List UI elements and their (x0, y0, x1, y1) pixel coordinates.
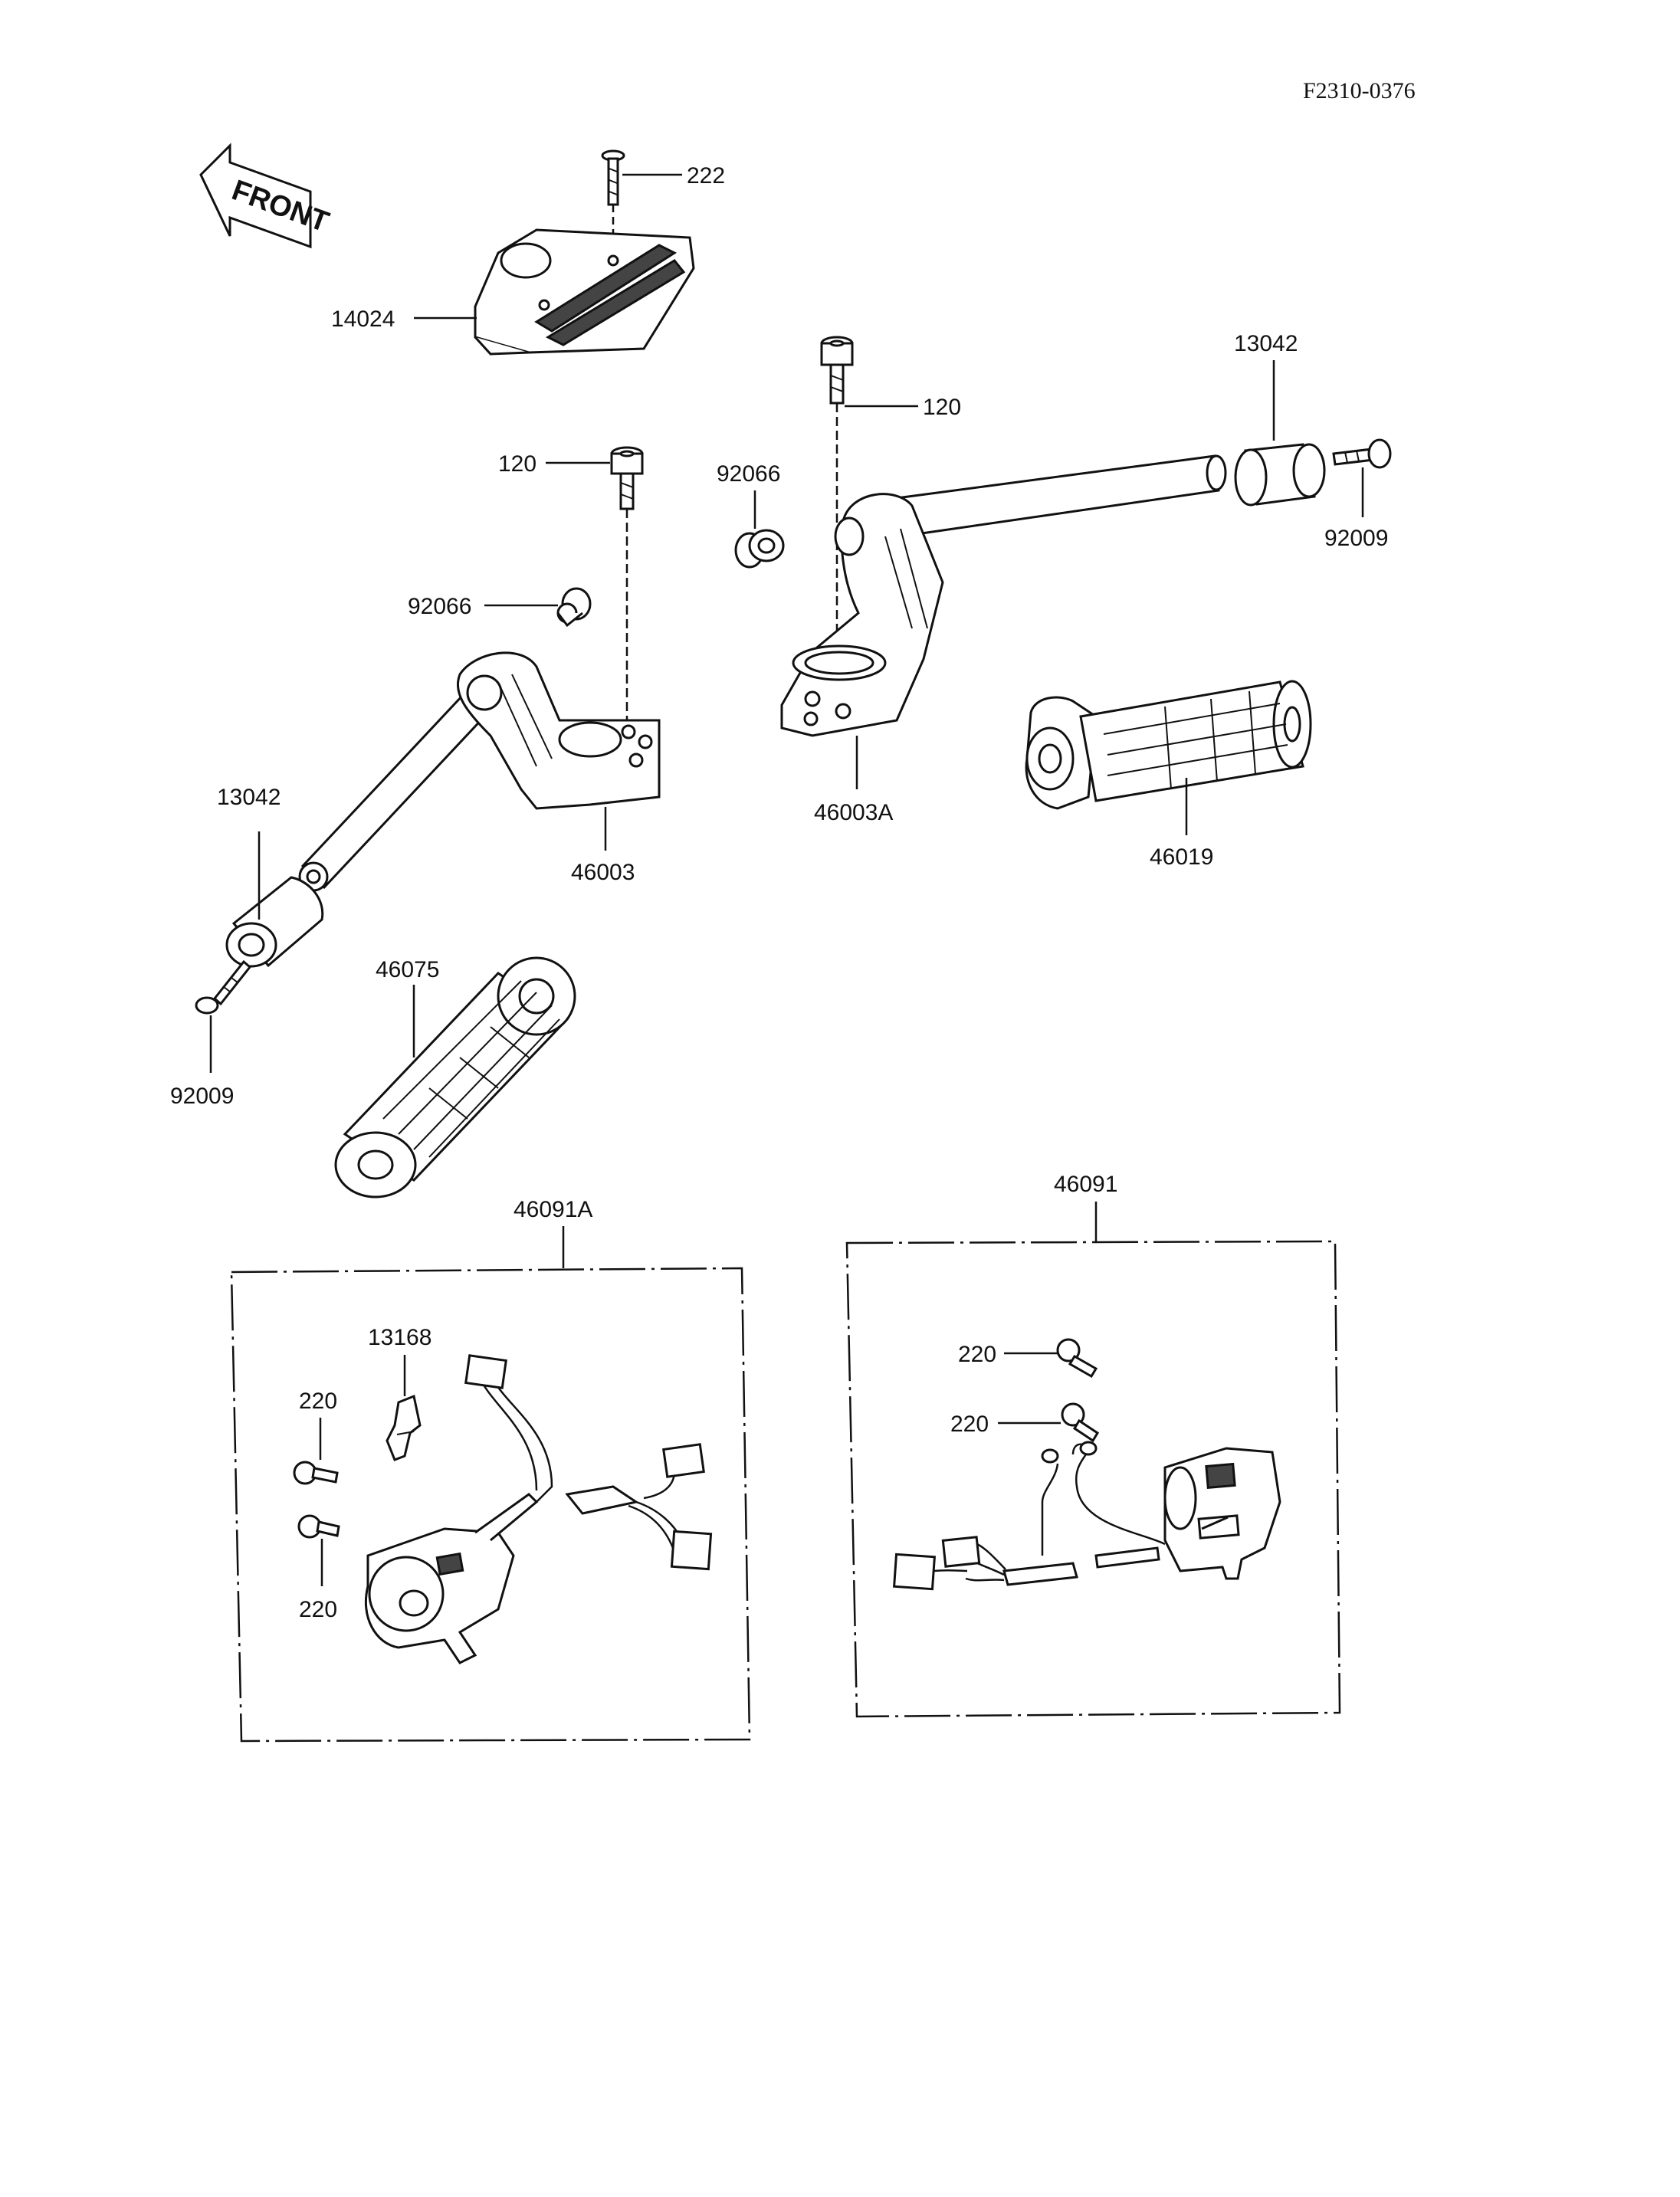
label-222: 222 (687, 163, 725, 189)
box-46091 (845, 1240, 1341, 1718)
label-46003A: 46003A (814, 800, 893, 825)
label-46075: 46075 (376, 957, 439, 982)
wire-harness-left (464, 1354, 713, 1571)
switch-housing-left (364, 1493, 539, 1664)
bolt-120-left (610, 446, 644, 736)
grip-46075 (334, 956, 576, 1199)
grommet-92066-right (734, 529, 785, 569)
label-14024: 14024 (331, 307, 395, 332)
label-120-right: 120 (923, 395, 961, 420)
label-46091A: 46091A (514, 1197, 592, 1222)
label-46003: 46003 (571, 860, 635, 885)
label-92009-left: 92009 (170, 1084, 234, 1109)
switch-housing-right (1163, 1447, 1281, 1580)
label-46019: 46019 (1150, 844, 1213, 870)
screw-92009-left (195, 959, 252, 1015)
screw-220-a (293, 1461, 339, 1485)
label-92066-right: 92066 (717, 461, 780, 487)
label-46091: 46091 (1054, 1172, 1117, 1197)
screw-220-d (1061, 1402, 1100, 1443)
handlebar-46003 (298, 651, 661, 892)
bar-weight-13042-left (225, 876, 324, 968)
drawing-reference: F2310-0376 (1303, 78, 1416, 103)
handlebar-46003A (780, 454, 1227, 737)
screw-92009-right (1332, 438, 1392, 469)
grommet-92066-left (556, 587, 592, 628)
label-220-d: 220 (950, 1412, 989, 1437)
grip-46019 (1025, 680, 1312, 810)
label-13042-right: 13042 (1234, 331, 1298, 356)
screw-220-b (297, 1514, 340, 1539)
wire-harness-right (892, 1441, 1166, 1591)
cover-14024 (474, 228, 695, 356)
label-220-b: 220 (299, 1597, 337, 1622)
label-92009-right: 92009 (1324, 526, 1388, 551)
label-220-a: 220 (299, 1389, 337, 1414)
label-13042-left: 13042 (217, 785, 281, 810)
label-92066-left: 92066 (408, 594, 471, 619)
label-220-c: 220 (958, 1342, 996, 1367)
label-13168: 13168 (368, 1325, 431, 1350)
clip-13168 (386, 1394, 422, 1461)
label-120-left: 120 (498, 451, 536, 477)
screw-220-c (1056, 1338, 1098, 1379)
bar-weight-13042-right (1234, 443, 1326, 507)
box-46091A (230, 1267, 751, 1743)
front-arrow-icon: FRONT (199, 143, 333, 249)
